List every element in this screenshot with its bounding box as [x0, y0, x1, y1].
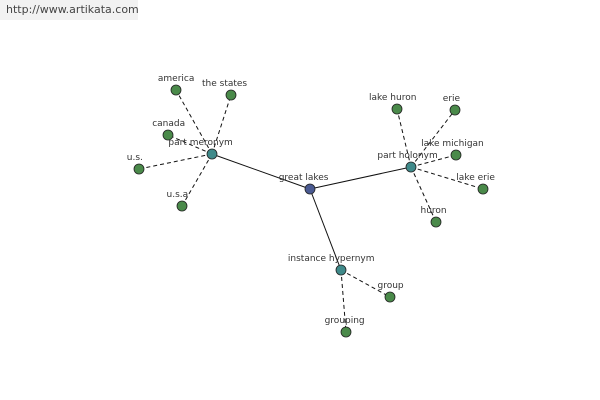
node-label-lake-erie: lake erie	[456, 173, 495, 183]
node-label-u-s: u.s.	[127, 153, 143, 163]
node-label-grouping: grouping	[325, 316, 365, 326]
edges-group	[138, 89, 484, 333]
node-leaf-grouping[interactable]	[340, 326, 352, 338]
edge-center-part-meronym	[211, 153, 311, 190]
edge-part-holonym-huron	[410, 166, 437, 223]
node-leaf-u-s[interactable]	[133, 163, 145, 175]
edge-part-holonym-lake-huron	[396, 108, 412, 168]
node-label-america: america	[158, 74, 194, 84]
node-leaf-the-states[interactable]	[225, 89, 237, 101]
edge-part-meronym-u-s	[138, 153, 213, 170]
node-leaf-canada[interactable]	[162, 129, 174, 141]
node-leaf-erie[interactable]	[449, 104, 461, 116]
edge-part-meronym-canada	[167, 134, 213, 155]
edge-part-holonym-lake-michigan	[410, 154, 457, 168]
edge-instance-hypernym-group	[340, 269, 391, 298]
edge-center-instance-hypernym	[309, 188, 342, 271]
node-relation-part-holonym[interactable]	[405, 161, 417, 173]
node-leaf-lake-huron[interactable]	[391, 103, 403, 115]
node-label-group: group	[378, 281, 404, 291]
node-label-great-lakes: great lakes	[279, 173, 329, 183]
edge-part-holonym-lake-erie	[410, 166, 484, 190]
node-label-lake-huron: lake huron	[369, 93, 416, 103]
node-label-u-s-a: u.s.a	[167, 190, 189, 200]
node-leaf-u-s-a[interactable]	[176, 200, 188, 212]
edge-instance-hypernym-grouping	[340, 269, 347, 333]
edge-part-meronym-america	[175, 89, 213, 155]
node-relation-instance-hypernym[interactable]	[335, 264, 347, 276]
node-relation-part-meronym[interactable]	[206, 148, 218, 160]
node-label-part-holonym: part holonym	[377, 151, 437, 161]
node-label-the-states: the states	[202, 79, 247, 89]
edge-part-holonym-erie	[410, 109, 456, 168]
nodes-group	[133, 84, 489, 338]
labels-group: great lakes part meronym america the states…	[127, 74, 496, 326]
node-label-erie: erie	[443, 94, 461, 104]
node-label-instance-hypernym: instance hypernym	[288, 254, 375, 264]
node-label-huron: huron	[421, 206, 447, 216]
edge-center-part-holonym	[309, 166, 412, 190]
node-leaf-huron[interactable]	[430, 216, 442, 228]
edge-part-meronym-u-s-a	[181, 153, 213, 207]
watermark-url: http://www.artikata.com	[0, 0, 139, 20]
node-leaf-lake-michigan[interactable]	[450, 149, 462, 161]
node-label-part-meronym: part meronym	[168, 138, 232, 148]
node-leaf-lake-erie[interactable]	[477, 183, 489, 195]
node-leaf-america[interactable]	[170, 84, 182, 96]
edge-part-meronym-the-states	[211, 94, 232, 155]
node-center-great-lakes[interactable]	[304, 183, 316, 195]
node-leaf-group[interactable]	[384, 291, 396, 303]
node-label-canada: canada	[152, 119, 185, 129]
node-label-lake-michigan: lake michigan	[421, 139, 484, 149]
